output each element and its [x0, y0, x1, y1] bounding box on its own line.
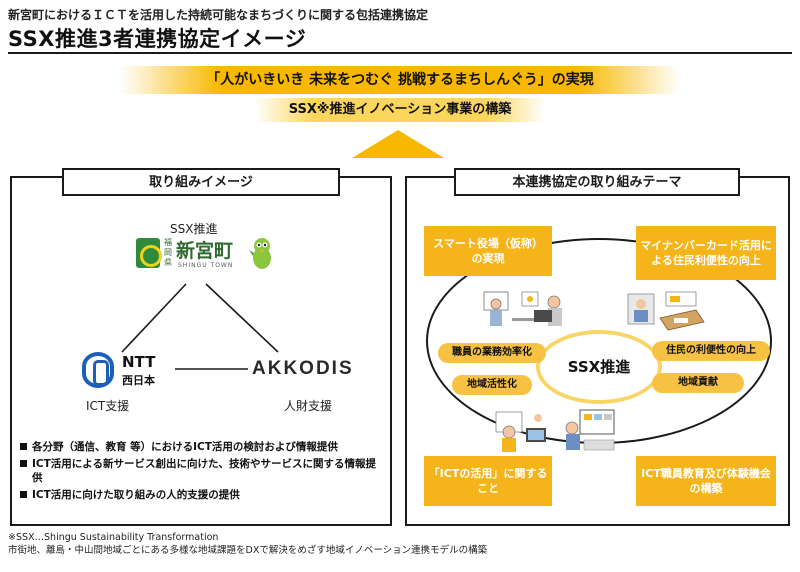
office-workers-illustration	[483, 291, 562, 326]
town-name-en: SHINGU TOWN	[178, 262, 234, 269]
hr-support-label: 人財支援	[284, 399, 333, 413]
theme-ict-staff-education: ICT職員教育及び体験機会の構築	[636, 456, 776, 506]
ntt-mark-icon	[82, 352, 114, 388]
town-seal-icon	[136, 238, 162, 268]
initiative-panel	[10, 176, 392, 526]
ssx-promotion-label: SSX推進	[170, 222, 218, 236]
list-item: ICT活用に向けた取り組みの人的支援の提供	[20, 488, 380, 502]
page-title: SSX推進3者連携協定イメージ	[8, 27, 307, 51]
center-ring	[536, 330, 662, 404]
header-subtitle: 新宮町におけるＩＣＴを活用した持続可能なまちづくりに関する包括連携協定	[8, 8, 429, 22]
title-divider	[8, 52, 792, 54]
pill-community-contribution: 地域貢献	[652, 373, 744, 393]
pill-resident-convenience: 住民の利便性の向上	[652, 341, 770, 361]
vision-banner	[120, 66, 680, 94]
list-item: ICT活用による新サービス創出に向けた、技術やサービスに関する情報提供	[20, 457, 380, 485]
theme-mynumber-card: マイナンバーカード活用による住民利便性の向上	[636, 226, 776, 280]
list-item: 各分野（通信、教育 等）におけるICT活用の検討および情報提供	[20, 440, 380, 454]
footnote-definition: ※SSX…Shingu Sustainability Transformatio…	[8, 532, 219, 543]
theme-smart-office: スマート役場（仮称）の実現	[424, 226, 552, 276]
mynumber-card-illustration	[627, 291, 705, 331]
sub-vision-banner	[255, 98, 545, 122]
ntt-west-logo: NTT 西日本	[82, 352, 172, 392]
footnote-description: 市街地、離島・中山間地域ごとにある多様な地域課題をDXで解決をめざす地域イノベー…	[8, 545, 488, 556]
partnership-triangle	[121, 283, 279, 370]
shingu-town-logo: 福岡県 新宮町 SHINGU TOWN	[136, 236, 276, 278]
pill-staff-efficiency: 職員の業務効率化	[438, 343, 546, 363]
initiative-panel-heading: 取り組みイメージ	[62, 168, 340, 196]
pill-regional-revitalization: 地域活性化	[452, 375, 532, 395]
theme-ict-utilization: 「ICTの活用」に関すること	[424, 456, 552, 506]
ict-support-label: ICT支援	[86, 399, 130, 413]
ntt-name: NTT	[122, 353, 156, 371]
ssx-center-label: SSX推進	[567, 358, 631, 376]
town-name: 新宮町	[176, 240, 234, 262]
footnote: ※SSX…Shingu Sustainability Transformatio…	[8, 531, 487, 557]
themes-panel-heading: 本連携協定の取り組みテーマ	[454, 168, 740, 196]
ict-learning-illustration	[495, 411, 546, 452]
ntt-region: 西日本	[122, 374, 155, 387]
vision-statement: 「人がいきいき 未来をつむぐ 挑戦するまちしんぐう」の実現	[206, 72, 594, 88]
staff-training-illustration	[565, 409, 615, 451]
arrow-up-icon	[352, 130, 444, 158]
akkodis-logo: AKKODIS	[252, 358, 354, 379]
sub-vision-statement: SSX※推進イノベーション事業の構築	[288, 102, 512, 117]
prefecture-label: 福岡県	[164, 238, 172, 267]
initiative-bullet-list: 各分野（通信、教育 等）におけるICT活用の検討および情報提供 ICT活用による…	[20, 440, 380, 505]
mascot-icon	[249, 238, 271, 269]
